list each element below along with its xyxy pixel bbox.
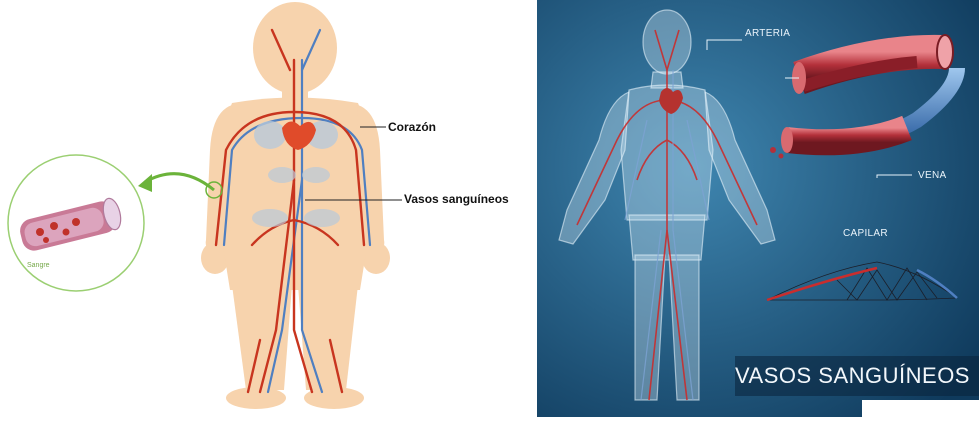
right-illustration-panel [537,0,979,417]
heart-label: Corazón [388,120,436,134]
capillary-label: CAPILAR [843,228,888,239]
artery-label: ARTERIA [745,28,790,39]
zoom-arrow-icon [145,174,214,190]
vein-label: VENA [918,170,946,181]
blood-vessels-title: VASOS SANGUÍNEOS [735,363,970,389]
blood-vessels-label: Vasos sanguíneos [404,192,509,206]
blood-label: Sangre [27,262,50,269]
left-illustration-panel: Corazón Vasos sanguíneos Sangre [0,0,537,417]
adult-body-illustration [537,0,979,417]
bottom-corner-strip [862,400,979,417]
child-body-illustration [0,0,537,417]
